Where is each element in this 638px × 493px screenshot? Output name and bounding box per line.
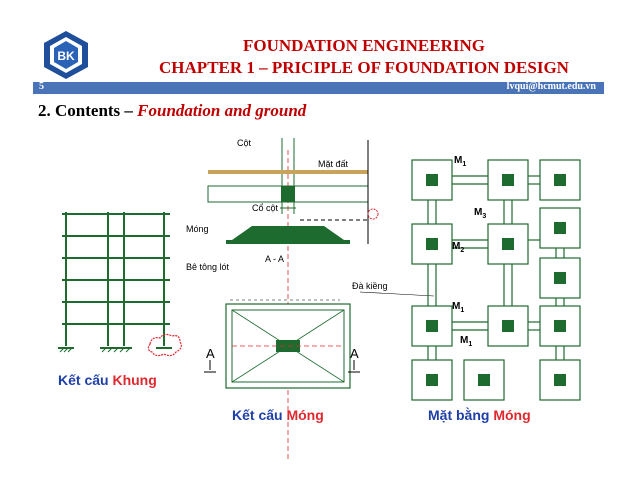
frame-structure bbox=[58, 212, 172, 353]
plan-columns bbox=[426, 174, 566, 386]
label-a-right: A bbox=[350, 346, 359, 361]
email: lvqui@hcmut.edu.vn bbox=[506, 81, 596, 92]
foundation-section bbox=[207, 138, 379, 460]
label-m1-low: M1 bbox=[460, 335, 472, 348]
bk-logo: BK bbox=[40, 29, 92, 81]
caption-frame: Kết cấu Khung bbox=[58, 372, 157, 388]
label-m3: M3 bbox=[474, 207, 486, 220]
label-m1-top: M1 bbox=[454, 155, 466, 168]
label-be-tong-lot: Bê tông lót bbox=[186, 262, 230, 272]
slide-number: 5 bbox=[39, 81, 44, 92]
label-m1-mid: M1 bbox=[452, 301, 464, 314]
label-a-left: A bbox=[206, 346, 215, 361]
header-bar: 5 lvqui@hcmut.edu.vn bbox=[33, 81, 604, 94]
caption-plan: Mặt bằng Móng bbox=[428, 406, 531, 423]
heading-prefix: 2. Contents – bbox=[38, 101, 138, 120]
title-line-2: CHAPTER 1 – PRICIPLE OF FOUNDATION DESIG… bbox=[159, 58, 569, 77]
foundation-plan bbox=[204, 299, 360, 389]
label-m2: M2 bbox=[452, 241, 464, 254]
label-section-aa: A - A bbox=[265, 254, 284, 264]
section-heading: 2. Contents – Foundation and ground bbox=[38, 101, 306, 121]
caption-foundation: Kết cấu Móng bbox=[232, 407, 324, 423]
label-mat-dat: Mặt đất bbox=[318, 159, 349, 169]
label-mong: Móng bbox=[186, 224, 209, 234]
title-line-1: FOUNDATION ENGINEERING bbox=[243, 36, 485, 55]
label-co-cot: Cổ cột bbox=[252, 203, 279, 213]
label-cot: Cột bbox=[237, 138, 252, 148]
plan-grid bbox=[411, 159, 581, 401]
heading-highlight: Foundation and ground bbox=[137, 101, 307, 120]
logo-text: BK bbox=[57, 49, 75, 63]
label-da-kieng: Đà kiềng bbox=[352, 281, 388, 291]
